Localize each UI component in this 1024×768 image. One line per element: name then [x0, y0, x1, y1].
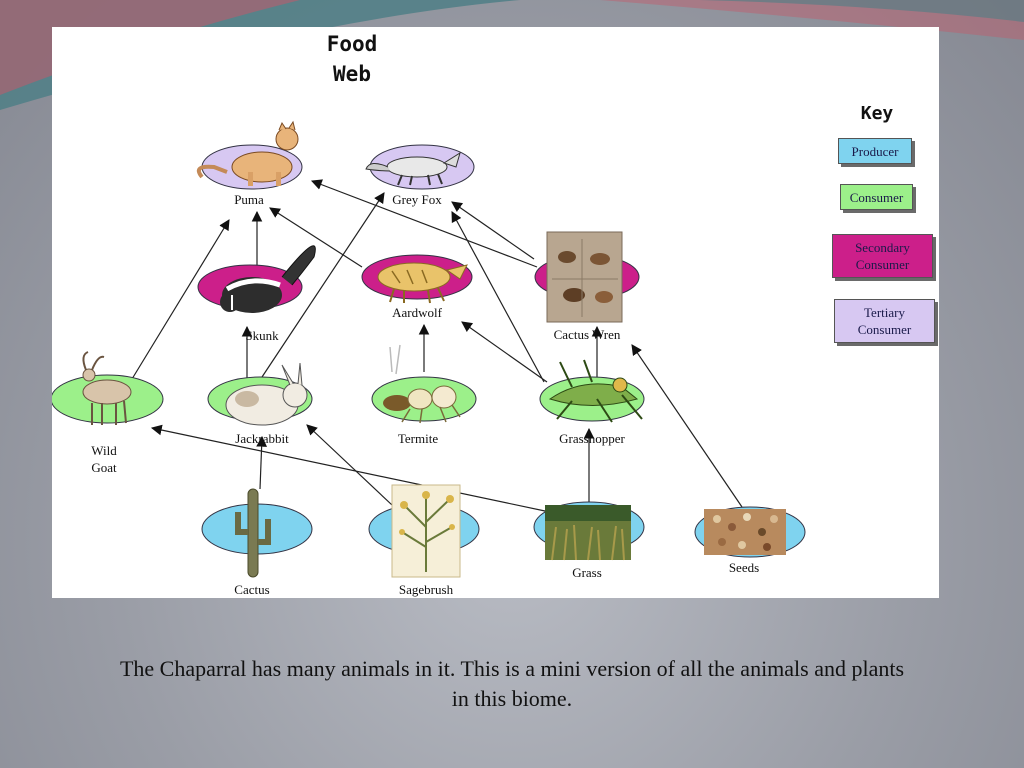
- arrow-seeds-to-cactuswren: [632, 345, 742, 507]
- arrow-sagebrush-to-jackrabbit: [307, 425, 392, 505]
- node-label-grass: Grass: [572, 565, 602, 580]
- node-label-cactus: Cactus: [234, 582, 269, 597]
- node-label-termite: Termite: [398, 431, 438, 446]
- arrow-grasshopper-to-greyfox: [452, 212, 544, 382]
- slide-caption: The Chaparral has many animals in it. Th…: [112, 654, 912, 714]
- key-secondary-consumer: Secondary Consumer: [832, 234, 933, 278]
- node-label-skunk: Skunk: [245, 328, 279, 343]
- node-label-puma: Puma: [234, 192, 264, 207]
- arrow-grass-to-wildgoat: [152, 428, 545, 511]
- grass-icon: [545, 505, 631, 560]
- cactus-wren-icon: [547, 232, 622, 322]
- arrow-grasshopper-to-aardwolf: [462, 322, 547, 382]
- node-label-aardwolf: Aardwolf: [392, 305, 442, 320]
- organism-pictures: [83, 122, 786, 577]
- title-line-2: Web: [302, 59, 402, 89]
- node-label-greyfox: Grey Fox: [392, 192, 442, 207]
- seeds-icon: [704, 509, 786, 555]
- key-consumer-label: Consumer: [850, 189, 903, 206]
- title-line-1: Food: [302, 29, 402, 59]
- key-title: Key: [842, 103, 912, 124]
- key-secondary-consumer-label: Secondary Consumer: [843, 239, 923, 273]
- node-label-jackrabbit: Jackrabbit: [235, 431, 289, 446]
- arrow-aardwolf-to-puma: [270, 208, 362, 267]
- key-producer-label: Producer: [852, 143, 899, 160]
- node-label-cactuswren: Cactus Wren: [554, 327, 621, 342]
- key-consumer: Consumer: [840, 184, 913, 210]
- key-producer: Producer: [838, 138, 912, 164]
- food-web-arrows: [132, 181, 742, 511]
- key-tertiary-consumer: Tertiary Consumer: [834, 299, 935, 343]
- diagram-title: Food Web: [302, 29, 402, 89]
- sagebrush-icon: [392, 485, 460, 577]
- node-label-seeds: Seeds: [729, 560, 759, 575]
- node-label-sagebrush: Sagebrush: [399, 582, 454, 597]
- node-label-grasshopper: Grasshopper: [559, 431, 625, 446]
- key-tertiary-consumer-label: Tertiary Consumer: [845, 304, 925, 338]
